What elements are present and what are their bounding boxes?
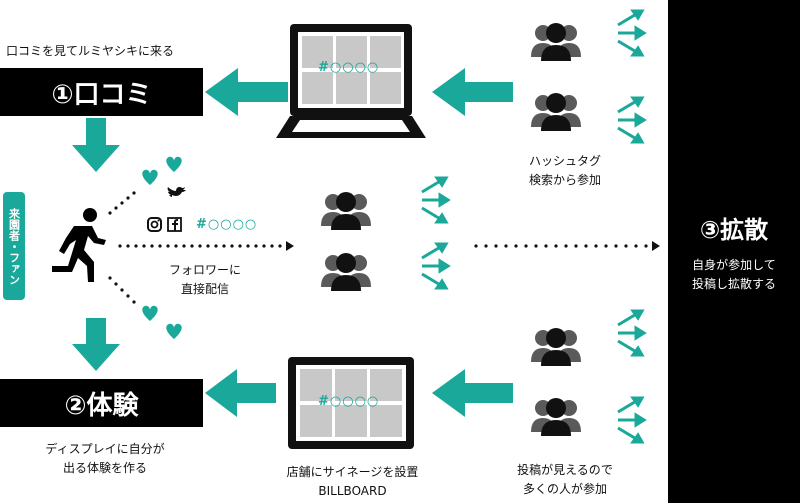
signage-caption: 店舗にサイネージを設置 BILLBOARD [286, 465, 419, 498]
top-caption: 口コミを見てルミヤシキに来る [6, 44, 175, 58]
visitor-label: 来園者・ファン [3, 192, 25, 300]
billboard-icon [288, 357, 414, 449]
step1-label: ①口コミ [0, 68, 203, 116]
social-hashtag: #○○○○ [196, 217, 258, 232]
runner-icon [52, 208, 106, 282]
step3-label: ③拡散 [699, 216, 769, 244]
heart-icon [142, 156, 182, 339]
dotted-line-right [474, 241, 660, 251]
laptop-hashtag: #○○○○ [318, 60, 380, 75]
twitter-icon [167, 187, 186, 197]
spread-panel [668, 0, 800, 503]
hashtag-search-caption: ハッシュタグ 検索から参加 [528, 154, 601, 187]
facebook-icon [167, 217, 182, 232]
display-caption: ディスプレイに自分が 出る体験を作る [45, 442, 165, 475]
follower-caption: フォロワーに 直接配信 [168, 263, 241, 296]
billboard-hashtag: #○○○○ [318, 394, 380, 409]
spread-caption: 自身が参加して 投稿し拡散する [691, 258, 776, 291]
instagram-icon [147, 217, 162, 232]
step2-label: ②体験 [0, 379, 203, 427]
dotted-line-center [118, 241, 294, 251]
post-caption: 投稿が見えるので 多くの人が参加 [517, 463, 613, 496]
laptop-icon [276, 24, 426, 138]
arrow-group [72, 68, 513, 417]
